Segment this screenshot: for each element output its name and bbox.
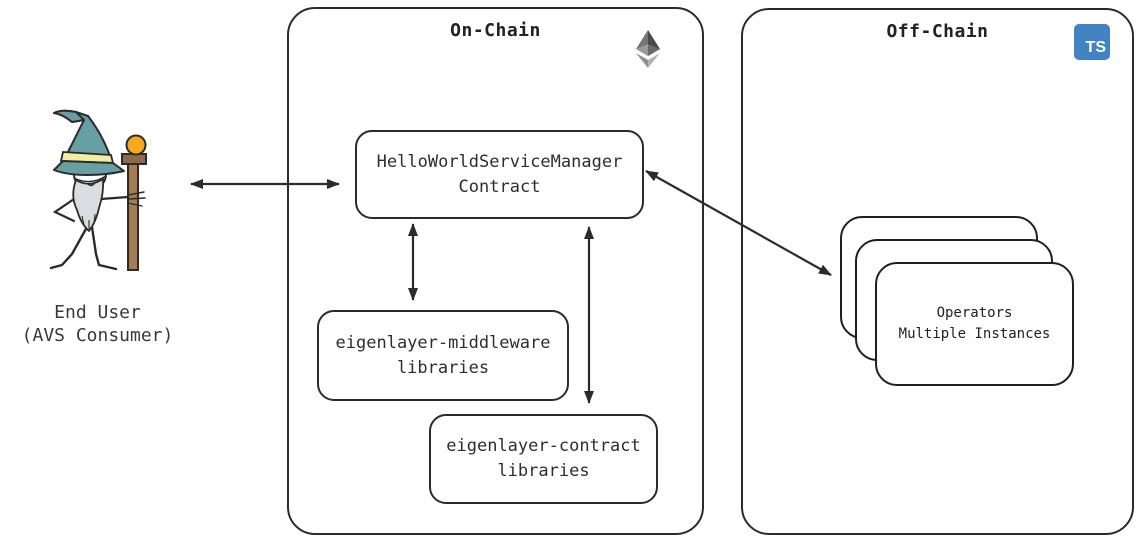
off-chain-container: Off-Chain TS Operators Multiple Instance… xyxy=(741,8,1134,535)
ethereum-icon xyxy=(636,30,660,68)
contracts-line1: eigenlayer-contract xyxy=(446,436,641,457)
end-user-line2: (AVS Consumer) xyxy=(21,325,174,346)
service-manager-line1: HelloWorldServiceManager xyxy=(376,151,623,172)
wizard-beard xyxy=(72,177,105,233)
service-manager-box: HelloWorldServiceManager Contract xyxy=(355,130,644,219)
service-manager-line2: Contract xyxy=(458,176,541,197)
contracts-box: eigenlayer-contract libraries xyxy=(429,414,658,504)
wizard-illustration xyxy=(49,109,147,271)
wizard-right-arm xyxy=(99,195,130,201)
end-user-line1: End User xyxy=(54,302,141,323)
wizard-legs xyxy=(49,225,89,270)
wizard-staff xyxy=(121,134,147,271)
wizard-left-arm xyxy=(52,195,79,223)
off-chain-title: Off-Chain xyxy=(886,21,989,42)
middleware-line2: libraries xyxy=(396,357,490,378)
middleware-line1: eigenlayer-middleware xyxy=(335,332,551,353)
end-user-label: End User (AVS Consumer) xyxy=(5,301,190,347)
middleware-box: eigenlayer-middleware libraries xyxy=(317,310,569,401)
staff-orb xyxy=(125,134,147,156)
contracts-line2: libraries xyxy=(497,461,590,481)
operator-card-front: Operators Multiple Instances xyxy=(875,262,1074,386)
on-chain-container: On-Chain HelloWorldServiceManager Contra… xyxy=(287,7,704,535)
on-chain-title: On-Chain xyxy=(450,20,541,41)
operators-line2: Multiple Instances xyxy=(898,326,1051,342)
typescript-icon: TS xyxy=(1074,24,1110,60)
operators-line1: Operators xyxy=(936,305,1013,321)
wizard-hat xyxy=(53,109,125,176)
hat-brim xyxy=(53,160,125,176)
